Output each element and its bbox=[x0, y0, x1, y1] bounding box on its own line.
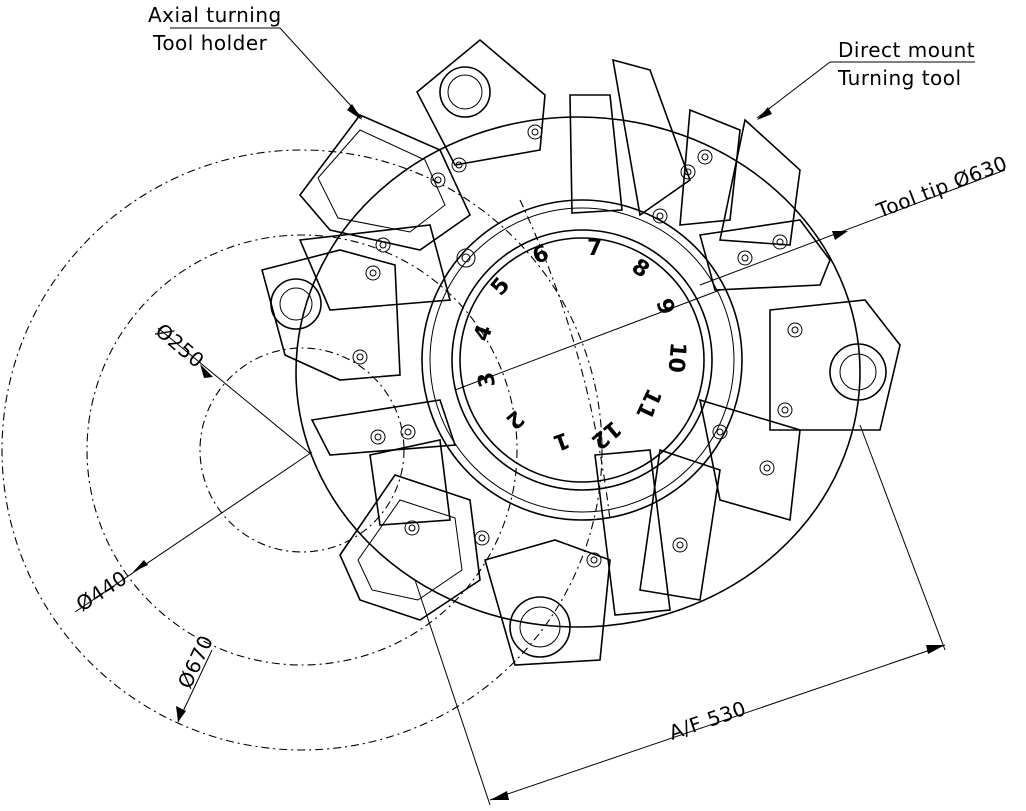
station-2: 2 bbox=[501, 405, 529, 434]
station-12: 12 bbox=[586, 415, 626, 454]
diameter-250-label: Ø250 bbox=[151, 318, 209, 372]
diameter-670-label: Ø670 bbox=[173, 631, 218, 692]
tool-stations bbox=[261, 38, 901, 666]
turret-body bbox=[295, 116, 861, 628]
station-10: 10 bbox=[663, 341, 691, 374]
station-1: 1 bbox=[550, 426, 573, 455]
direct-mount-label: Direct mount bbox=[838, 38, 975, 62]
tool-tip-diameter-label: Tool tip Ø630 bbox=[872, 151, 1010, 223]
turning-tool-label: Turning tool bbox=[837, 66, 962, 90]
station-6: 6 bbox=[529, 241, 552, 270]
dimension-labels: Tool tip Ø630 Ø250 Ø440 Ø670 A/F 530 bbox=[72, 151, 1011, 745]
station-4: 4 bbox=[469, 322, 498, 345]
axial-turning-label: Axial turning bbox=[148, 3, 282, 27]
station-7: 7 bbox=[587, 236, 602, 261]
across-flats-label: A/F 530 bbox=[666, 696, 749, 745]
station-5: 5 bbox=[486, 273, 515, 301]
dimension-lines bbox=[74, 27, 1006, 806]
station-numbers: 1 2 3 4 5 6 7 8 9 10 11 12 bbox=[469, 236, 690, 455]
station-11: 11 bbox=[630, 384, 666, 422]
fastener-symbols bbox=[352, 124, 803, 568]
tool-holder-label: Tool holder bbox=[152, 31, 268, 55]
diameter-440-label: Ø440 bbox=[72, 566, 132, 617]
swing-circles bbox=[1, 149, 611, 751]
callout-labels: Axial turning Tool holder Direct mount T… bbox=[148, 3, 975, 90]
station-3: 3 bbox=[474, 370, 501, 389]
